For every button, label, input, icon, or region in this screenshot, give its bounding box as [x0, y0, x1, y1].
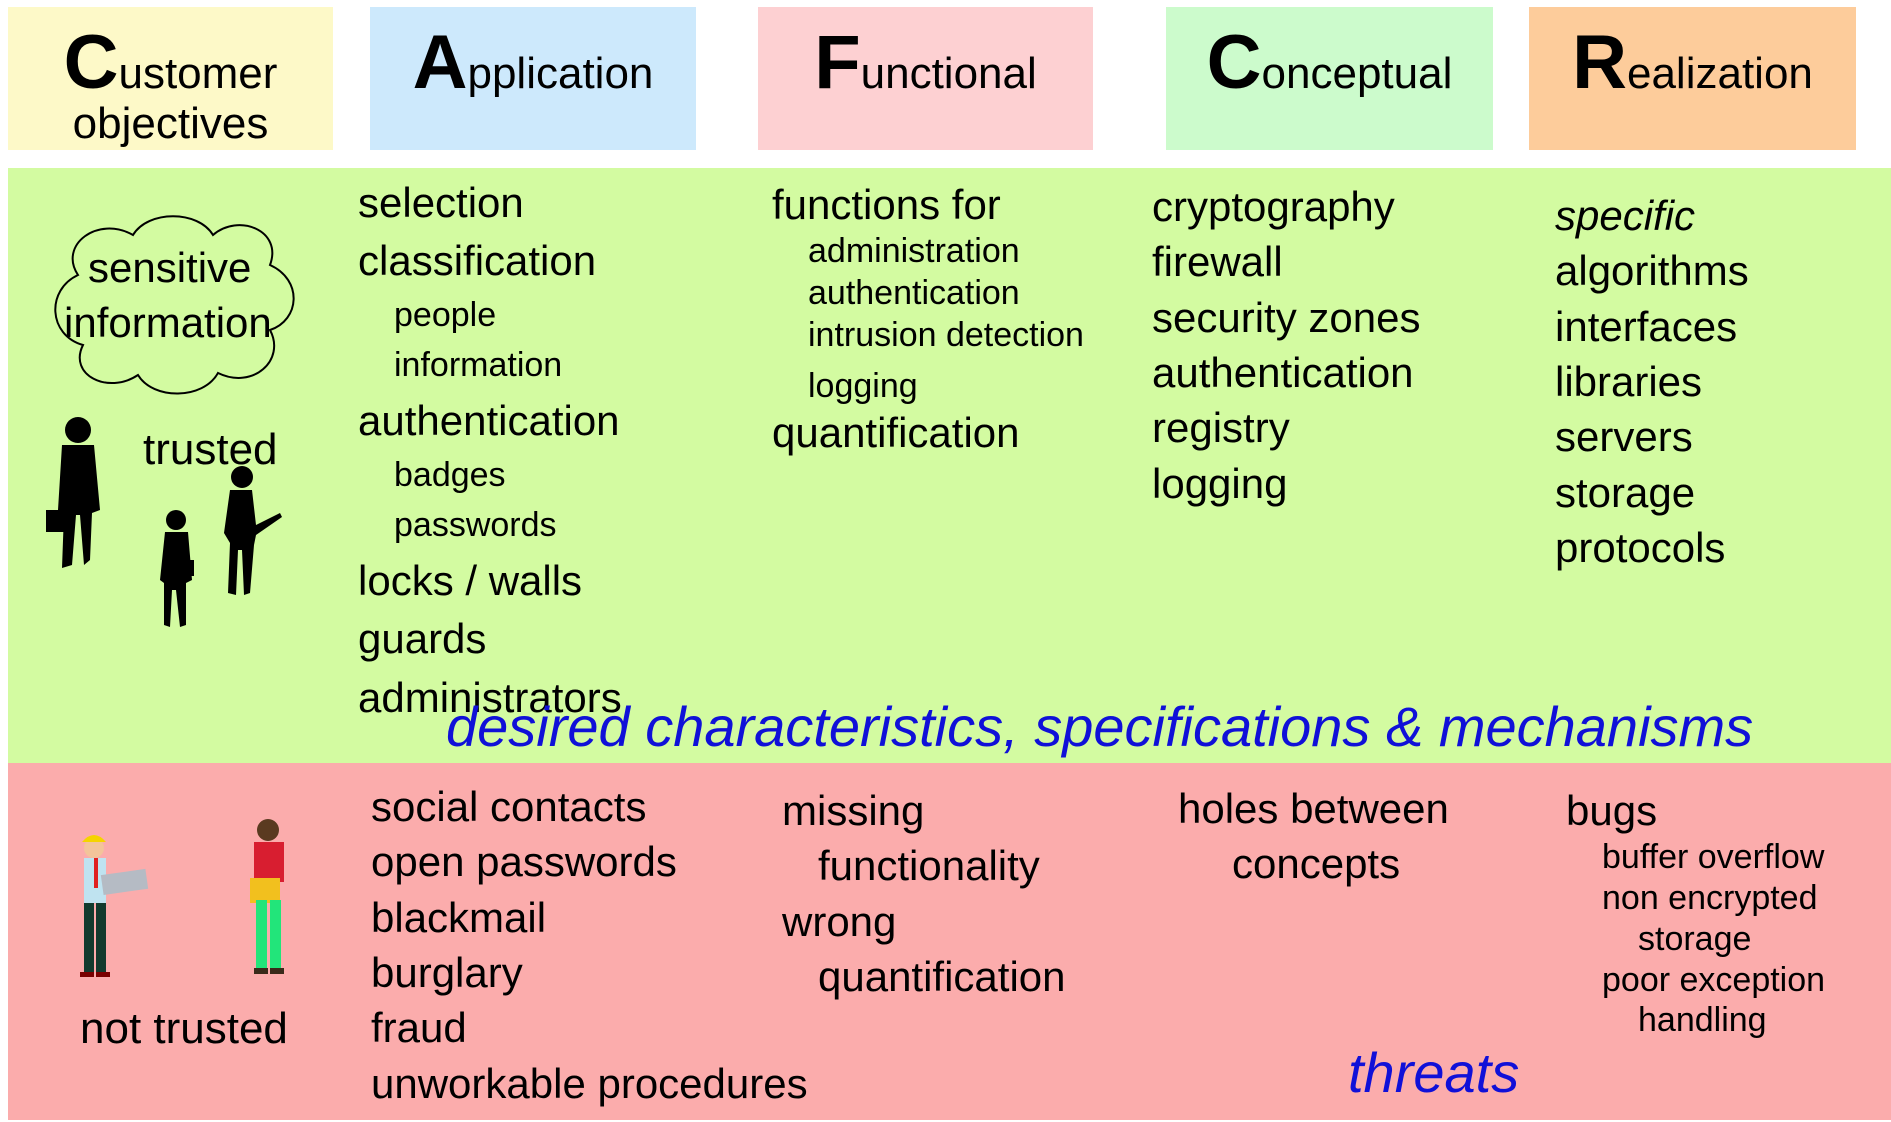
desired-functional-list: functions for administration authenticat… [772, 182, 1084, 469]
threats-realization-list: bugs buffer overflow non encrypted stora… [1566, 788, 1825, 1053]
header-realization: Realization [1529, 7, 1856, 150]
list-item: non encrypted [1602, 879, 1818, 918]
list-item: concepts [1232, 840, 1401, 888]
list-item: information [394, 346, 563, 385]
list-item: interfaces [1555, 302, 1738, 350]
trusted-people-icon [46, 417, 282, 627]
list-item: cryptography [1152, 183, 1395, 230]
header-conceptual: Conceptual [1166, 7, 1493, 150]
desired-application-list: selection classification people informat… [358, 180, 622, 733]
header-rest: ealization [1626, 49, 1813, 98]
list-item: guards [358, 615, 487, 663]
threats-application-list: social contacts open passwords blackmail… [371, 784, 808, 1119]
list-item: security zones [1152, 293, 1421, 341]
cloud-text-line2: information [64, 299, 272, 346]
header-customer-objectives: Customer objectives [8, 7, 333, 150]
list-item: libraries [1555, 358, 1703, 406]
list-item: fraud [371, 1004, 467, 1052]
not-trusted-label: not trusted [80, 1004, 288, 1053]
list-item: functionality [818, 842, 1040, 890]
threats-conceptual-list: holes between concepts [1178, 786, 1449, 900]
list-item: firewall [1152, 238, 1283, 286]
header-initial: C [1206, 20, 1262, 105]
list-item: social contacts [371, 783, 647, 830]
header-initial: A [412, 20, 468, 105]
list-item: locks / walls [358, 556, 583, 604]
list-item: poor exception [1602, 960, 1826, 999]
list-item: selection [358, 179, 524, 226]
list-item: unworkable procedures [371, 1059, 808, 1107]
list-item: servers [1555, 413, 1693, 461]
threats-functional-list: missing functionality wrong quantificati… [782, 788, 1066, 1012]
trusted-label: trusted [143, 425, 278, 474]
list-item: missing [782, 787, 925, 834]
list-item: logging [1152, 459, 1288, 507]
list-item: open passwords [371, 838, 677, 886]
list-item: holes between [1178, 785, 1449, 832]
list-item: classification [358, 237, 597, 285]
list-item: handling [1638, 1001, 1767, 1040]
desired-conceptual-list: cryptography firewall security zones aut… [1152, 184, 1420, 519]
cloud-icon [54, 215, 295, 395]
list-item: blackmail [371, 893, 547, 941]
list-item: authentication [1152, 349, 1414, 397]
list-item: buffer overflow [1602, 838, 1825, 877]
list-item: protocols [1555, 524, 1726, 572]
list-item: registry [1152, 404, 1290, 452]
desired-realization-list: specific algorithms interfaces libraries… [1555, 193, 1749, 584]
untrusted-people-icon [80, 819, 284, 977]
desired-band [8, 168, 1891, 763]
list-item: functions for [772, 181, 1001, 228]
list-item: burglary [371, 949, 523, 997]
desired-caption: desired characteristics, specifications … [446, 695, 1754, 758]
list-item: bugs [1566, 787, 1658, 834]
header-subtitle: objectives [72, 99, 269, 149]
list-item: intrusion detection [808, 315, 1084, 354]
header-rest: ustomer [118, 49, 278, 98]
list-item: administrators [358, 673, 622, 721]
list-item: logging [808, 366, 918, 405]
list-item: people [394, 295, 497, 334]
header-rest: unctional [860, 49, 1037, 98]
header-initial: C [63, 20, 119, 105]
list-item: quantification [818, 953, 1066, 1001]
cloud-text-line1: sensitive [88, 244, 252, 291]
list-item: algorithms [1555, 247, 1749, 295]
header-functional: Functional [758, 7, 1093, 150]
list-item: quantification [772, 409, 1020, 457]
header-initial: R [1572, 20, 1627, 105]
header-application: Application [370, 7, 696, 150]
list-item: badges [394, 455, 506, 494]
list-item: administration [808, 232, 1020, 271]
list-item: authentication [808, 274, 1020, 313]
list-item: storage [1638, 919, 1752, 958]
header-initial: F [814, 20, 861, 105]
list-item: passwords [394, 506, 557, 545]
header-rest: onceptual [1261, 49, 1453, 98]
list-item: wrong [782, 897, 897, 945]
list-item: specific [1555, 192, 1696, 239]
list-item: authentication [358, 397, 620, 445]
threats-caption: threats [1348, 1041, 1520, 1104]
list-item: storage [1555, 468, 1696, 516]
header-rest: pplication [467, 49, 654, 98]
threats-band [8, 763, 1891, 1120]
